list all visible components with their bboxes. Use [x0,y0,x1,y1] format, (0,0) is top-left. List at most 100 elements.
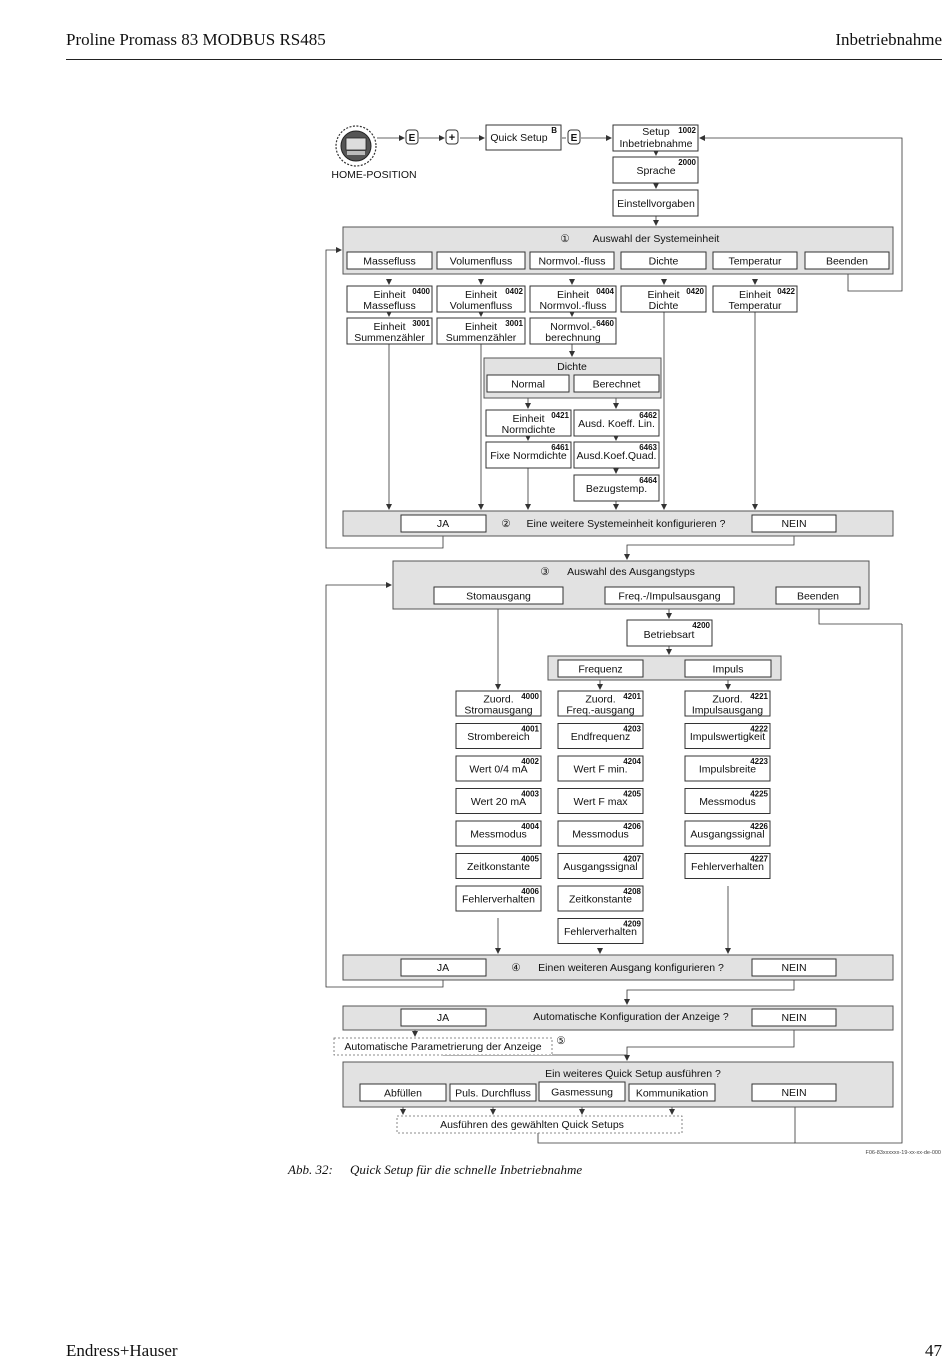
svg-text:4006: 4006 [521,887,539,896]
svg-text:4206: 4206 [623,822,641,831]
svg-text:Dichte: Dichte [557,361,587,373]
svg-text:Wert 20 mA: Wert 20 mA [471,796,526,808]
svg-text:Temperatur: Temperatur [728,300,782,312]
svg-text:4002: 4002 [521,757,539,766]
svg-text:Messmodus: Messmodus [699,796,756,808]
svg-text:Freq.-ausgang: Freq.-ausgang [566,705,634,717]
svg-text:Impulsbreite: Impulsbreite [699,764,756,776]
system-option: Temperatur [712,251,798,270]
svg-text:Bezugstemp.: Bezugstemp. [586,483,647,495]
svg-text:Freq.-/Impulsausgang: Freq.-/Impulsausgang [618,591,720,603]
svg-text:Dichte: Dichte [649,256,679,268]
betriebsart-box: Betriebsart 4200 [626,619,713,647]
svg-text:6464: 6464 [639,476,657,485]
svg-text:4200: 4200 [692,621,710,630]
freq-impulse-option: Frequenz [557,659,644,678]
svg-text:0404: 0404 [596,287,614,296]
svg-text:Zuord.: Zuord. [712,694,742,706]
svg-text:6461: 6461 [551,443,569,452]
setup-box: Setup Inbetriebnahme 1002 [612,124,699,152]
reference-temp: Bezugstemp.6464 [573,474,660,502]
svg-text:Betriebsart: Betriebsart [644,629,695,641]
svg-text:Ausführen des gewählten Quick: Ausführen des gewählten Quick Setups [440,1119,624,1131]
svg-text:Messmodus: Messmodus [572,829,629,841]
page-number: 47 [925,1341,942,1360]
svg-text:4004: 4004 [521,822,539,831]
svg-text:4223: 4223 [750,757,768,766]
svg-text:Ein weiteres Quick Setup ausfü: Ein weiteres Quick Setup ausführen ? [545,1068,721,1080]
svg-text:Ausgangssignal: Ausgangssignal [690,829,764,841]
svg-text:4001: 4001 [521,725,539,734]
svg-text:Fehlerverhalten: Fehlerverhalten [564,926,637,938]
svg-text:0420: 0420 [686,287,704,296]
svg-text:Auswahl des Ausgangstyps: Auswahl des Ausgangstyps [567,566,695,578]
svg-text:④: ④ [511,962,521,974]
svg-text:JA: JA [437,962,449,974]
svg-text:0421: 0421 [551,411,569,420]
svg-text:B: B [551,126,557,135]
svg-text:Einheit: Einheit [512,413,544,425]
svg-text:4204: 4204 [623,757,641,766]
question-more-outputs: JA ④ Einen weiteren Ausgang konﬁgurieren… [342,954,894,981]
svg-text:4226: 4226 [750,822,768,831]
svg-text:berechnung: berechnung [545,332,601,344]
dichte-option: Normal [486,374,570,393]
svg-text:4225: 4225 [750,790,768,799]
svg-text:Einheit: Einheit [465,321,497,333]
svg-text:2000: 2000 [678,158,696,167]
svg-text:Automatische Parametrierung de: Automatische Parametrierung der Anzeige [344,1041,541,1053]
svg-text:Strombereich: Strombereich [467,731,530,743]
home-device-icon [335,125,377,167]
quick-setup-option: Puls. Durchﬂuss [449,1083,537,1102]
system-option: Volumenﬂuss [436,251,526,270]
svg-text:Zuord.: Zuord. [483,694,513,706]
svg-text:NEIN: NEIN [781,1087,806,1099]
svg-text:Gasmessung: Gasmessung [551,1087,613,1099]
svg-text:Ausd. Koeff. Lin.: Ausd. Koeff. Lin. [578,418,655,430]
output-option: Beenden [775,586,861,605]
svg-text:3001: 3001 [412,319,430,328]
svg-text:4208: 4208 [623,887,641,896]
quick-setup-option: Gasmessung [538,1081,626,1102]
svg-text:Stromausgang: Stromausgang [464,705,532,717]
svg-text:Ausgangssignal: Ausgangssignal [563,861,637,873]
sprache-box: Sprache 2000 [612,156,699,184]
svg-text:Eine weitere Systemeinheit kon: Eine weitere Systemeinheit konﬁgurieren … [526,518,725,530]
svg-text:Einheit: Einheit [373,289,405,301]
svg-text:Summenzähler: Summenzähler [446,332,517,344]
svg-text:Quick Setup: Quick Setup [490,132,547,144]
system-option: Beenden [804,251,890,270]
svg-text:JA: JA [437,518,449,530]
svg-text:0422: 0422 [777,287,795,296]
svg-text:Dichte: Dichte [649,300,679,312]
svg-text:Einheit: Einheit [647,289,679,301]
svg-text:4205: 4205 [623,790,641,799]
svg-text:Sprache: Sprache [636,165,675,177]
svg-text:Impulswertigkeit: Impulswertigkeit [690,731,765,743]
svg-text:Volumenﬂuss: Volumenﬂuss [450,256,512,268]
svg-text:Endfrequenz: Endfrequenz [571,731,631,743]
output-option: Stomausgang [433,586,564,605]
svg-text:Normvol.-ﬂuss: Normvol.-ﬂuss [538,256,605,268]
svg-text:Beenden: Beenden [797,591,839,603]
svg-text:Stomausgang: Stomausgang [466,591,531,603]
figure-ref: F06-83xxxxxx-19-xx-xx-de-000 [866,1150,942,1156]
